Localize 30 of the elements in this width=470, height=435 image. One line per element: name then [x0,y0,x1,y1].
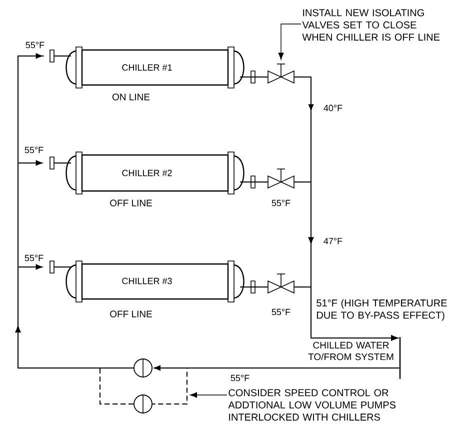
temperature-label: 55°F [26,42,44,48]
pump-symbol [134,394,152,414]
note-text: INSTALL NEW ISOLATING VALVES SET TO CLOSE WHEN CHILLER IS OFF LINE [302,9,440,41]
valve-symbol [268,168,294,189]
chiller-vessel: CHILLER #1 [50,46,256,88]
temperature-label: 51°F (HIGH TEMPERATURE DUE TO BY-PASS EFFECT) [316,299,447,321]
pipe [294,286,398,341]
leader-arrow [278,24,302,60]
pump-symbol [134,358,152,378]
temperature-label: 47°F [324,238,342,244]
status-label: ON LINE [112,94,150,100]
status-label: OFF LINE [110,200,152,206]
pipe [15,264,134,368]
pipe [250,286,268,288]
note-text: CONSIDER SPEED CONTROL OR ADDTIONAL LOW VOLUME PUMPS INTERLOCKED WITH CHILLERS [228,389,396,421]
edge-label: 55°F [229,374,251,382]
temperature-label: 40°F [324,104,342,112]
valve-symbol [268,64,294,84]
status-label: OFF LINE [110,310,152,318]
pipe [154,365,400,371]
valve-symbol [268,274,294,294]
pipe [250,76,268,78]
leader-arrow [190,392,228,398]
temperature-label: 55°F [272,308,290,316]
chiller-vessel: CHILLER #3 [50,260,256,302]
pipe-label: CHILLED WATER TO/FROM SYSTEM [308,342,394,360]
temperature-label: 55°F [24,146,44,154]
temperature-label: 55°F [24,254,44,262]
chiller-vessel: CHILLER #2 [50,152,256,194]
temperature-label: 55°F [272,200,290,206]
